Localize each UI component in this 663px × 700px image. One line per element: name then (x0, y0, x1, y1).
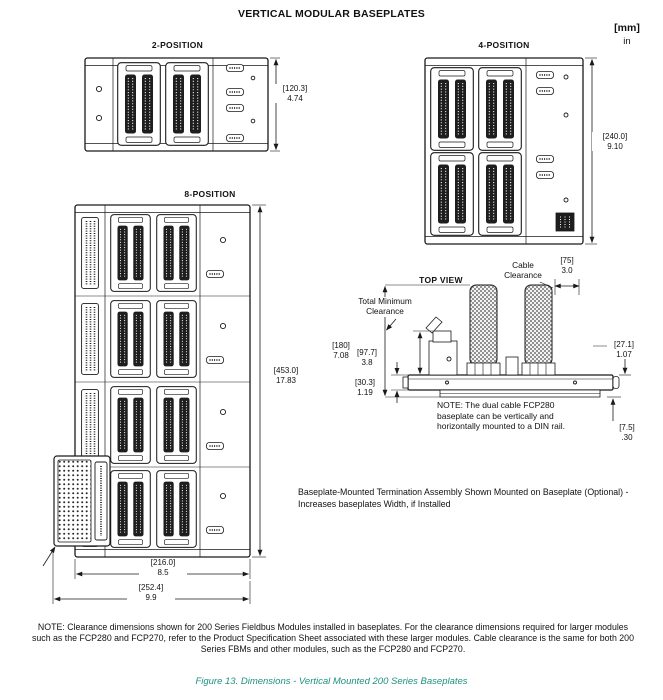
din-mount-note: NOTE: The dual cable FCP280 baseplate ca… (437, 400, 566, 431)
top-view-drawing (382, 279, 631, 421)
module-row (81, 300, 227, 378)
fbm-module (430, 152, 474, 236)
connector (226, 64, 244, 72)
dim-overall-width: [252.4] 9.9 (127, 583, 175, 603)
fbm-module (117, 62, 161, 146)
module-depth-dimension (413, 330, 433, 375)
eight-position-drawing (42, 204, 266, 604)
din-rail-height-dimension (607, 396, 621, 421)
height-dimension-line (252, 204, 266, 558)
connector (536, 87, 554, 95)
termination-assembly-note: Baseplate-Mounted Termination Assembly S… (298, 487, 629, 509)
total-clearance-label: Total Minimum Clearance (341, 296, 429, 317)
connector (226, 134, 244, 142)
termination-assembly (53, 455, 111, 547)
dim-eight-position-height: [453.0] 17.83 (262, 366, 310, 386)
height-dimension-line (270, 57, 280, 152)
dim-module-depth: [97.7] 3.8 (351, 348, 383, 368)
four-position-drawing (424, 57, 597, 245)
units-legend: [mm] in (604, 22, 650, 48)
cable-clearance-dimension (539, 279, 580, 295)
connector (536, 155, 554, 163)
four-position-label: 4-POSITION (478, 40, 530, 50)
dim-total-depth: [180] 7.08 (325, 341, 357, 361)
dim-two-position-height: [120.3] 4.74 (272, 84, 318, 104)
vent-square (555, 212, 575, 232)
two-position-label: 2-POSITION (151, 40, 204, 50)
top-view-label: TOP VIEW (419, 275, 463, 285)
two-position-drawing (84, 57, 280, 152)
page-title: VERTICAL MODULAR BASEPLATES (237, 8, 426, 20)
baseplate-depth-dimension (391, 362, 408, 403)
connector (536, 171, 554, 179)
units-mm: [mm] (614, 22, 640, 34)
module-row (81, 214, 227, 292)
baseplate-profile (402, 374, 620, 398)
module-row (81, 470, 227, 548)
connector (226, 104, 244, 112)
connector (536, 71, 554, 79)
clearance-note: NOTE: Clearance dimensions shown for 200… (32, 622, 634, 654)
fbm-module (478, 152, 522, 236)
fbm-module (430, 67, 474, 151)
cable-bundles (469, 284, 553, 366)
dim-baseplate-width: [216.0] 8.5 (139, 558, 187, 578)
figure-caption: Figure 13. Dimensions - Vertical Mounted… (195, 676, 468, 687)
dim-cable-clearance: [75] 3.0 (550, 256, 584, 276)
dim-baseplate-depth: [30.3] 1.19 (349, 378, 381, 398)
dim-four-position-height: [240.0] 9.10 (592, 132, 638, 152)
dim-connector-height: [27.1] 1.07 (607, 340, 641, 360)
fbm-module (165, 62, 209, 146)
cable-connectors (466, 356, 556, 376)
fbm-module (478, 67, 522, 151)
dim-din-rail-height: [7.5] .30 (612, 423, 642, 443)
module-row (81, 386, 227, 464)
connector (226, 88, 244, 96)
cable-clearance-label: Cable Clearance (495, 260, 551, 281)
module-profile (425, 316, 458, 376)
eight-position-label: 8-POSITION (184, 189, 236, 199)
units-in: in (623, 36, 631, 47)
